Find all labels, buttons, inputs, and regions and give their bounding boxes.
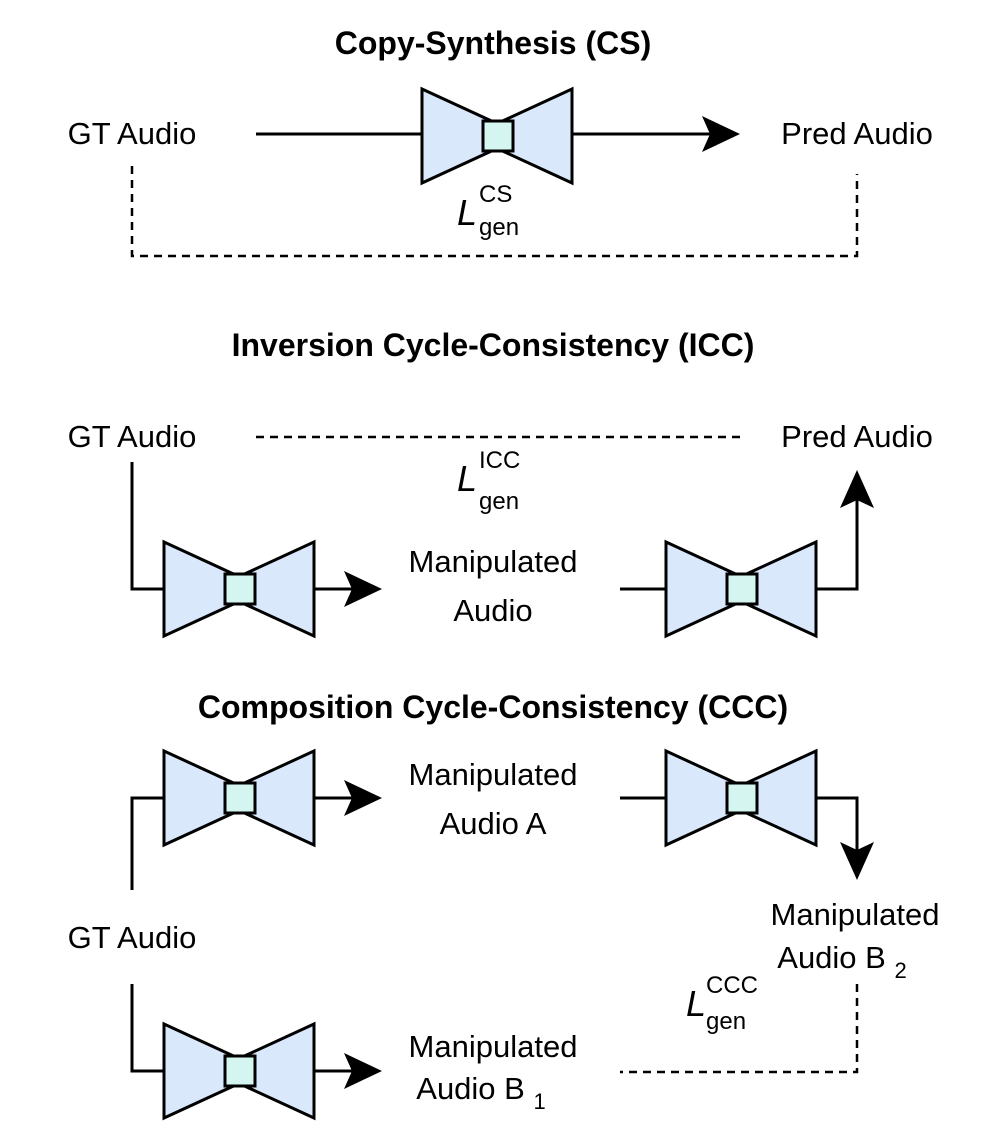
icc-section: Inversion Cycle-Consistency (ICC) GT Aud… [68,327,933,638]
ccc-gt-audio-label: GT Audio [68,920,197,955]
icc-title: Inversion Cycle-Consistency (ICC) [232,327,755,363]
ccc-loss-label: L CCC gen [686,972,762,1035]
cs-section: Copy-Synthesis (CS) GT Audio Pred Audio … [68,25,933,258]
ccc-encoder-decoder-bowtie-icon-3 [162,1022,316,1120]
ccc-audio-b1-subscript: 1 [533,1089,545,1114]
ccc-loss-sub: gen [706,1008,746,1035]
cs-encoder-decoder-bowtie-icon [420,87,574,185]
ccc-title: Composition Cycle-Consistency (CCC) [198,689,788,725]
ccc-audio-a-line2: Audio A [440,806,547,841]
ccc-encoder-decoder-bowtie-icon-2 [664,749,818,847]
ccc-audio-b1-line2: Audio B [416,1071,525,1106]
icc-encoder-decoder-bowtie-icon-2 [664,540,818,638]
ccc-audio-b2-line1: Manipulated [771,897,940,932]
cs-loss-sub: gen [479,214,519,241]
ccc-audio-a-line1: Manipulated [409,757,578,792]
icc-gt-audio-label: GT Audio [68,419,197,454]
icc-loss-symbol: L [457,458,477,499]
cs-loss-symbol: L [457,192,477,233]
ccc-audio-b2-subscript: 2 [894,958,906,983]
cs-loss-sup: CS [479,181,512,208]
cs-gt-audio-label: GT Audio [68,116,197,151]
icc-loss-label: L ICC gen [457,447,525,515]
ccc-section: Composition Cycle-Consistency (CCC) GT A… [68,689,940,1120]
ccc-audio-b1-line2-group: Audio B 1 [416,1071,545,1114]
icc-loss-sub: gen [479,488,519,515]
ccc-bottom-input-line [130,984,164,1073]
ccc-loss-sup: CCC [706,972,758,999]
cs-pred-audio-label: Pred Audio [781,116,933,151]
ccc-audio-b2-line2-group: Audio B 2 [777,940,906,983]
ccc-audio-b2-line2: Audio B [777,940,886,975]
ccc-audio-b1-line1: Manipulated [409,1029,578,1064]
cs-loss-label: L CS gen [457,181,519,241]
cs-title: Copy-Synthesis (CS) [335,25,651,61]
ccc-loss-dashed-line [620,984,859,1074]
icc-input-line [130,462,164,591]
icc-loss-sup: ICC [479,447,520,474]
icc-pred-audio-label: Pred Audio [781,419,933,454]
ccc-loss-symbol: L [686,983,706,1024]
icc-output-line [816,500,859,591]
icc-manipulated-audio-line2: Audio [453,593,532,628]
ccc-encoder-decoder-bowtie-icon-1 [162,749,316,847]
ccc-top-output-line [816,796,859,850]
icc-manipulated-audio-line1: Manipulated [409,544,578,579]
icc-encoder-decoder-bowtie-icon-1 [162,540,316,638]
ccc-top-input-line [130,796,164,890]
cs-loss-dashed-line [130,166,859,258]
